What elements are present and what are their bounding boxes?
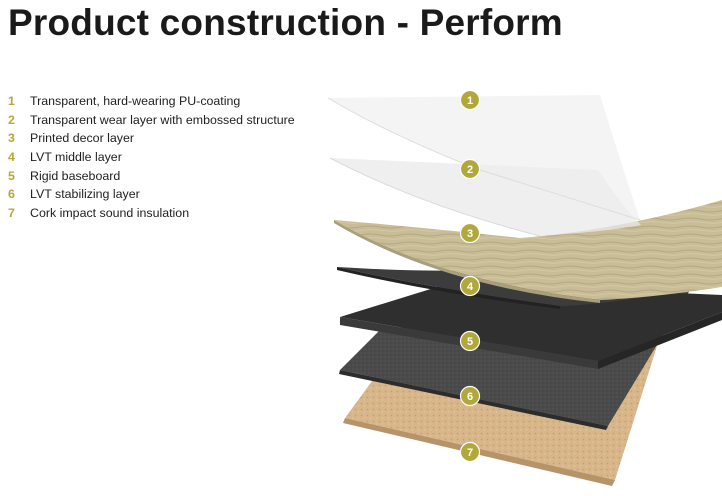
legend-item: 1 Transparent, hard-wearing PU-coating	[8, 94, 295, 113]
legend-number: 5	[8, 168, 15, 183]
badge-number: 5	[467, 336, 473, 348]
legend-number: 1	[8, 94, 15, 108]
legend-item: 6 LVT stabilizing layer	[8, 187, 295, 206]
legend-number: 4	[8, 150, 15, 165]
badge-number: 7	[467, 447, 473, 459]
legend-label: Cork impact sound insulation	[30, 206, 190, 221]
layer-badge-3: 3	[459, 222, 481, 244]
legend-label: LVT middle layer	[30, 150, 122, 165]
legend-item: 7 Cork impact sound insulation	[8, 206, 295, 225]
badge-number: 6	[467, 391, 473, 403]
badge-number: 4	[467, 281, 474, 293]
legend-item: 3 Printed decor layer	[8, 131, 295, 150]
layer-badge-2: 2	[459, 158, 481, 180]
legend-number: 2	[8, 112, 15, 127]
badge-number: 2	[467, 164, 473, 176]
layer-badge-7: 7	[459, 441, 481, 463]
legend-number: 7	[8, 206, 15, 221]
layer-badge-4: 4	[459, 275, 481, 297]
legend-label: Transparent wear layer with embossed str…	[30, 112, 295, 127]
legend-item: 5 Rigid baseboard	[8, 169, 295, 188]
badge-number: 3	[467, 228, 473, 240]
layer-badge-6: 6	[459, 385, 481, 407]
badge-number: 1	[467, 95, 473, 107]
legend-label: Rigid baseboard	[30, 168, 121, 183]
legend-label: Printed decor layer	[30, 131, 134, 146]
legend-label: LVT stabilizing layer	[30, 187, 140, 202]
legend-number: 3	[8, 131, 15, 146]
page-title: Product construction - Perform	[8, 2, 563, 43]
legend-label: Transparent, hard-wearing PU-coating	[30, 94, 241, 108]
layer-badge-1: 1	[459, 89, 481, 111]
legend-item: 2 Transparent wear layer with embossed st…	[8, 113, 295, 132]
legend-number: 6	[8, 187, 15, 202]
layer-badge-5: 5	[459, 330, 481, 352]
legend-item: 4 LVT middle layer	[8, 150, 295, 169]
